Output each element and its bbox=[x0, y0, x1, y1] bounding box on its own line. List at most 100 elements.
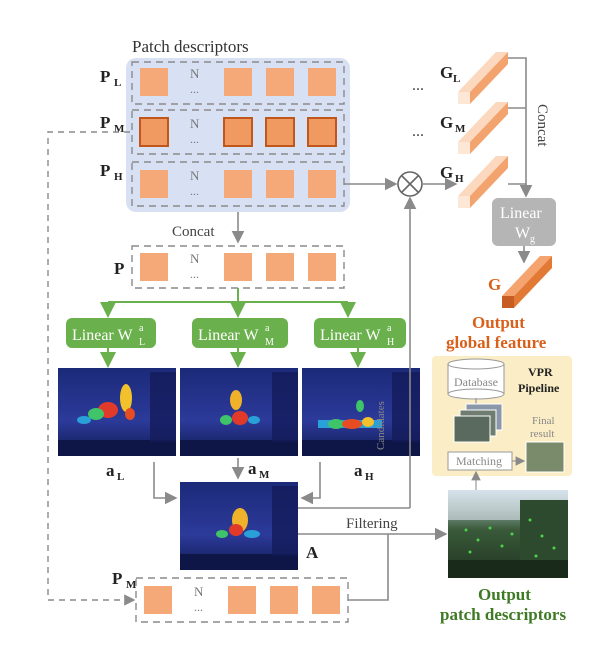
patch-m-4 bbox=[307, 117, 337, 147]
svg-text:g: g bbox=[530, 234, 535, 245]
dots-l: ... bbox=[190, 82, 199, 96]
filtering-label: Filtering bbox=[346, 516, 398, 532]
svg-text:P: P bbox=[100, 67, 110, 86]
svg-text:a: a bbox=[265, 323, 270, 334]
patch-h-4 bbox=[308, 170, 336, 198]
final-result-label-1: Final bbox=[532, 415, 555, 427]
output-patch-line1: Output bbox=[478, 585, 531, 604]
patch-l-4 bbox=[308, 68, 336, 96]
row-label-pm-bottom: P M bbox=[112, 569, 137, 591]
vpr-label-2: Pipeline bbox=[518, 381, 560, 395]
patch-p-4 bbox=[308, 253, 336, 281]
pm-bottom-to-filtering bbox=[348, 534, 389, 601]
dots-p: ... bbox=[190, 267, 199, 281]
patch-p-2 bbox=[224, 253, 252, 281]
svg-text:P: P bbox=[100, 113, 110, 132]
svg-text:L: L bbox=[453, 73, 460, 85]
patch-m-3 bbox=[265, 117, 295, 147]
label-gh: G H bbox=[440, 163, 464, 185]
concat-right-label: Concat bbox=[534, 104, 550, 147]
final-result-image bbox=[525, 441, 565, 473]
n-h: N bbox=[190, 168, 200, 183]
dots-gl: ... bbox=[412, 77, 424, 94]
linear-wl-box: Linear W a L bbox=[66, 318, 156, 348]
dots-pmb: ... bbox=[194, 600, 203, 614]
n-l: N bbox=[190, 66, 200, 81]
svg-text:W: W bbox=[515, 225, 531, 242]
dashed-skip-connection bbox=[47, 131, 136, 606]
heatmap-h bbox=[302, 368, 420, 456]
svg-text:G: G bbox=[440, 63, 453, 82]
output-patch-line2: patch descriptors bbox=[440, 605, 566, 624]
svg-text:Linear: Linear bbox=[500, 205, 542, 222]
svg-text:M: M bbox=[126, 579, 137, 591]
n-pmb: N bbox=[194, 584, 204, 599]
svg-text:Linear W: Linear W bbox=[198, 327, 259, 344]
patch-descriptors-title: Patch descriptors bbox=[132, 37, 249, 56]
final-result-label-2: result bbox=[530, 428, 554, 440]
svg-text:H: H bbox=[365, 471, 374, 483]
candidate-images bbox=[453, 403, 503, 443]
output-global-line2: global feature bbox=[446, 333, 547, 352]
svg-text:a: a bbox=[248, 459, 257, 478]
n-p: N bbox=[190, 251, 200, 266]
multiply-icon bbox=[397, 171, 423, 197]
svg-text:G: G bbox=[440, 163, 453, 182]
output-patch-image bbox=[448, 490, 568, 578]
patch-l-2 bbox=[224, 68, 252, 96]
linear-wg-box: Linear W g bbox=[492, 198, 556, 246]
label-ah: a H bbox=[354, 461, 374, 483]
patch-h-2 bbox=[224, 170, 252, 198]
patch-pmb-2 bbox=[228, 586, 256, 614]
heatmap-a bbox=[180, 482, 298, 570]
patch-l-1 bbox=[140, 68, 168, 96]
linear-wm-box: Linear W a M bbox=[192, 318, 288, 348]
matching-label: Matching bbox=[456, 454, 502, 468]
label-al: a L bbox=[106, 461, 124, 483]
svg-text:Linear W: Linear W bbox=[72, 327, 133, 344]
svg-text:H: H bbox=[114, 171, 123, 183]
svg-text:Linear W: Linear W bbox=[320, 327, 381, 344]
dots-m: ... bbox=[190, 132, 199, 146]
row-l-frame bbox=[131, 61, 345, 105]
svg-text:a: a bbox=[354, 461, 363, 480]
dots-h: ... bbox=[190, 184, 199, 198]
svg-text:H: H bbox=[387, 337, 394, 348]
n-m: N bbox=[190, 116, 200, 131]
database-icon bbox=[447, 358, 505, 400]
svg-text:M: M bbox=[455, 123, 466, 135]
patch-h-3 bbox=[266, 170, 294, 198]
svg-text:a: a bbox=[387, 323, 392, 334]
patch-pmb-1 bbox=[144, 586, 172, 614]
svg-text:G: G bbox=[440, 113, 453, 132]
svg-text:L: L bbox=[139, 337, 145, 348]
label-g: G bbox=[488, 275, 501, 294]
arrow-al-to-a bbox=[153, 462, 178, 505]
row-m-frame bbox=[131, 109, 345, 155]
bar-gh bbox=[458, 156, 508, 208]
svg-text:a: a bbox=[106, 461, 115, 480]
row-label-ph: P H bbox=[100, 161, 123, 183]
svg-text:L: L bbox=[114, 77, 121, 89]
dots-gm: ... bbox=[412, 123, 424, 140]
svg-text:P: P bbox=[112, 569, 122, 588]
row-label-pm: P M bbox=[100, 113, 125, 135]
linear-wh-box: Linear W a H bbox=[314, 318, 406, 348]
patch-h-1 bbox=[140, 170, 168, 198]
patch-l-3 bbox=[266, 68, 294, 96]
bar-gl bbox=[458, 52, 508, 104]
patch-p-1 bbox=[140, 253, 168, 281]
label-gm: G M bbox=[440, 113, 466, 135]
database-label: Database bbox=[454, 375, 498, 389]
label-a: A bbox=[306, 543, 319, 562]
row-label-pl: P L bbox=[100, 67, 121, 89]
svg-text:M: M bbox=[259, 469, 270, 481]
bar-g-output bbox=[502, 256, 552, 308]
patch-pmb-3 bbox=[270, 586, 298, 614]
label-gl: G L bbox=[440, 63, 460, 85]
svg-text:M: M bbox=[265, 337, 274, 348]
heatmap-l bbox=[58, 368, 176, 456]
svg-text:P: P bbox=[100, 161, 110, 180]
heatmap-m bbox=[180, 368, 298, 456]
